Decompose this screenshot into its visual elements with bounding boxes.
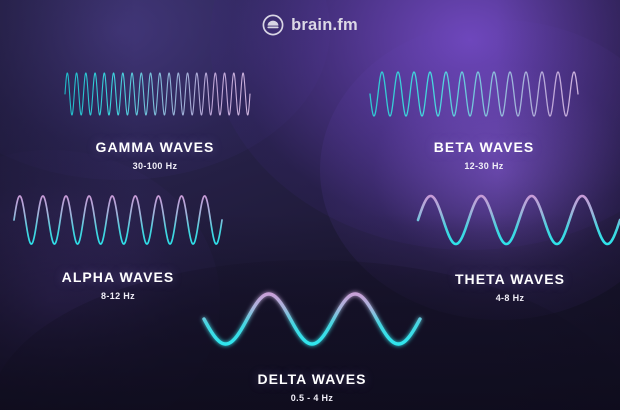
beta-caption: BETA WAVES 12-30 Hz — [348, 140, 620, 171]
theta-frequency: 4-8 Hz — [495, 293, 525, 303]
beta-title: BETA WAVES — [433, 139, 535, 155]
brainfm-headphone-icon — [262, 14, 284, 36]
wave-block-beta: BETA WAVES 12-30 Hz — [348, 64, 620, 171]
gamma-frequency: 30-100 Hz — [132, 161, 178, 171]
delta-waveform — [202, 292, 422, 346]
theta-caption: THETA WAVES 4-8 Hz — [400, 272, 620, 303]
alpha-title: ALPHA WAVES — [61, 269, 175, 285]
gamma-title: GAMMA WAVES — [95, 139, 215, 155]
delta-caption: DELTA WAVES 0.5 - 4 Hz — [192, 372, 432, 403]
gamma-waveform — [64, 72, 251, 116]
alpha-frequency: 8-12 Hz — [101, 291, 135, 301]
alpha-caption: ALPHA WAVES 8-12 Hz — [0, 270, 236, 301]
gamma-caption: GAMMA WAVES 30-100 Hz — [0, 140, 310, 171]
wave-block-delta: DELTA WAVES 0.5 - 4 Hz — [192, 286, 432, 403]
wave-block-alpha: ALPHA WAVES 8-12 Hz — [0, 188, 236, 301]
brand-name: brain.fm — [291, 15, 358, 34]
brand-logo: brain.fm — [0, 13, 620, 37]
wave-block-theta: THETA WAVES 4-8 Hz — [400, 188, 620, 303]
wave-block-gamma: GAMMA WAVES 30-100 Hz — [0, 64, 310, 171]
theta-title: THETA WAVES — [454, 271, 566, 287]
delta-frequency: 0.5 - 4 Hz — [290, 393, 334, 403]
beta-frequency: 12-30 Hz — [464, 161, 504, 171]
alpha-waveform — [13, 195, 223, 245]
beta-waveform — [369, 71, 579, 117]
theta-waveform — [416, 194, 620, 246]
delta-title: DELTA WAVES — [257, 371, 367, 387]
